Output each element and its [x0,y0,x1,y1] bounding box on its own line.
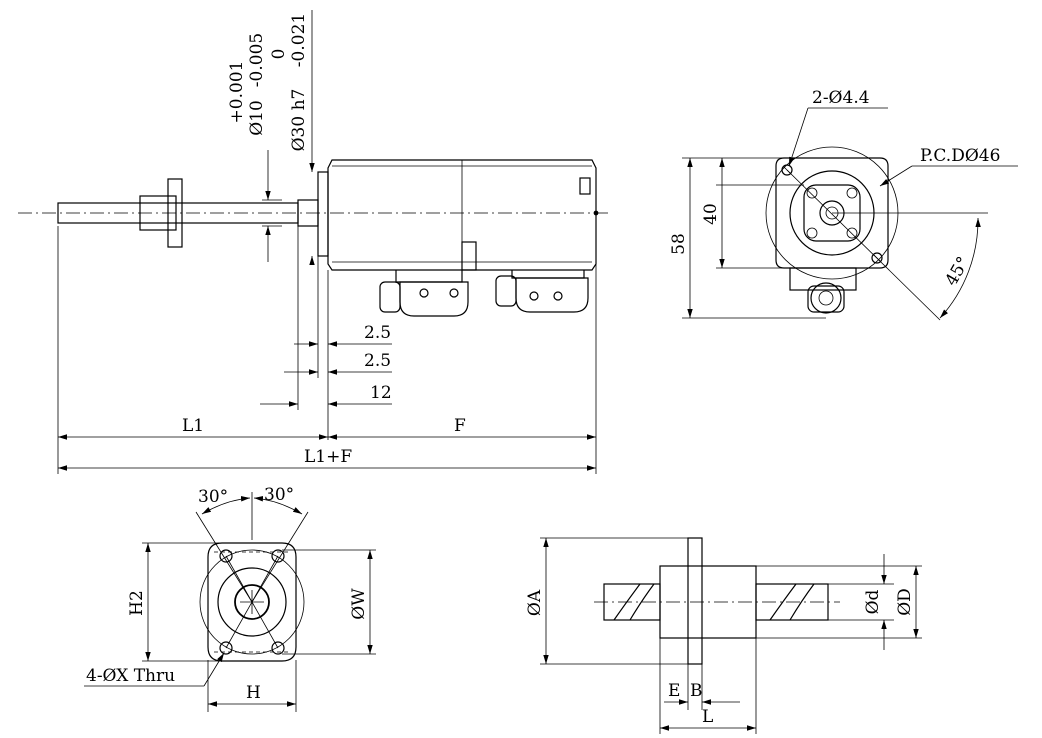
angle-30-right-arc [253,496,303,515]
dia30-tol-lower: -0.021 [289,13,309,67]
dim-W: ØW [349,588,369,620]
cable-gland-left [379,281,401,313]
housing-step [461,241,477,271]
screw-icon [449,288,459,298]
angle-30-left-arc [201,496,251,515]
dim-L1F: L1+F [304,447,352,467]
bolt-hole [806,187,818,199]
flange-holes-label: 4-ØX Thru [86,666,175,686]
terminal-box-left [395,270,463,283]
connector-right [515,277,589,313]
housing-end-cap [579,177,591,195]
flange-hole-icon [219,549,233,563]
dia10-tol-lower: -0.005 [247,33,267,87]
end-flange-outline [775,157,889,269]
flange-outline [207,542,297,662]
end-view: 2-Ø4.4 P.C.DØ46 58 40 45° [669,88,1018,321]
flange-bore [234,584,270,620]
flange-hole-icon [219,641,233,655]
dim-d: Ød [863,589,883,614]
flange-view: 30° 30° H2 ØW 4-ØX Thru H [84,485,376,712]
bolt-hole [846,187,858,199]
nut-view: ØA Ød ØD E B L [525,537,922,734]
cable-gland-end [810,282,842,314]
ball-nut-body [139,195,177,231]
dim-L: L [702,707,713,727]
dim-H: H [246,683,261,703]
dim-A: ØA [525,589,545,616]
dim-E: E [668,681,680,701]
ball-nut-flange [167,178,183,248]
dim-40: 40 [701,203,721,225]
dia10-label: Ø10 [247,100,267,136]
dim-F: F [454,416,466,436]
pcd-leader [879,165,913,187]
dia30-tol-upper: 0 [269,49,289,60]
terminal-box-right [511,270,585,279]
end-holes-label: 2-Ø4.4 [812,88,870,108]
flange-hole-icon [271,641,285,655]
ref-line-right [251,511,309,603]
nut-flange [687,537,703,665]
bolt-hole [806,227,818,239]
flange-hole-icon [271,549,285,563]
screw-icon [529,291,539,301]
thread-right [769,583,815,621]
flange-outer-circle [199,549,305,655]
angle-45-arc [939,217,981,319]
ref-line-left [195,511,253,603]
angle-45: 45° [941,253,973,289]
end-terminal-box [789,267,857,291]
cable-gland-end-inner [818,290,834,306]
angle-30-left: 30° [198,487,228,507]
mount-hole-icon [781,164,793,176]
dim-H2: H2 [127,590,147,616]
pcd-label: P.C.DØ46 [920,146,1000,166]
cable-gland-right [495,275,517,307]
dim-D: ØD [895,588,915,616]
dim-2-5-b: 2.5 [364,351,391,371]
dia30-label: Ø30 h7 [289,89,309,152]
holes-leader [788,107,809,167]
connector-left [399,281,469,317]
end-point-icon [593,210,599,216]
bolt-hole [846,227,858,239]
flange-holes-leader [203,652,225,687]
dim-58: 58 [669,233,689,255]
angle-30-right: 30° [264,485,294,505]
screw-icon [419,288,429,298]
pcd-diag [786,169,941,321]
pilot-collar [317,171,329,257]
gland-nut [807,285,845,313]
dim-12: 12 [370,383,392,403]
nut-body [659,565,757,639]
dim-B: B [690,681,703,701]
dim-L1: L1 [182,416,204,436]
dim-2-5-a: 2.5 [364,323,391,343]
screw-icon [553,291,563,301]
dia10-tol-upper: +0.001 [227,61,247,124]
thread-left [613,583,655,621]
mount-hole-icon [871,252,883,264]
flange-body-circle [217,567,287,637]
side-view: +0.001 -0.005 Ø10 0 -0.021 Ø30 h7 2.5 2.… [18,10,608,474]
